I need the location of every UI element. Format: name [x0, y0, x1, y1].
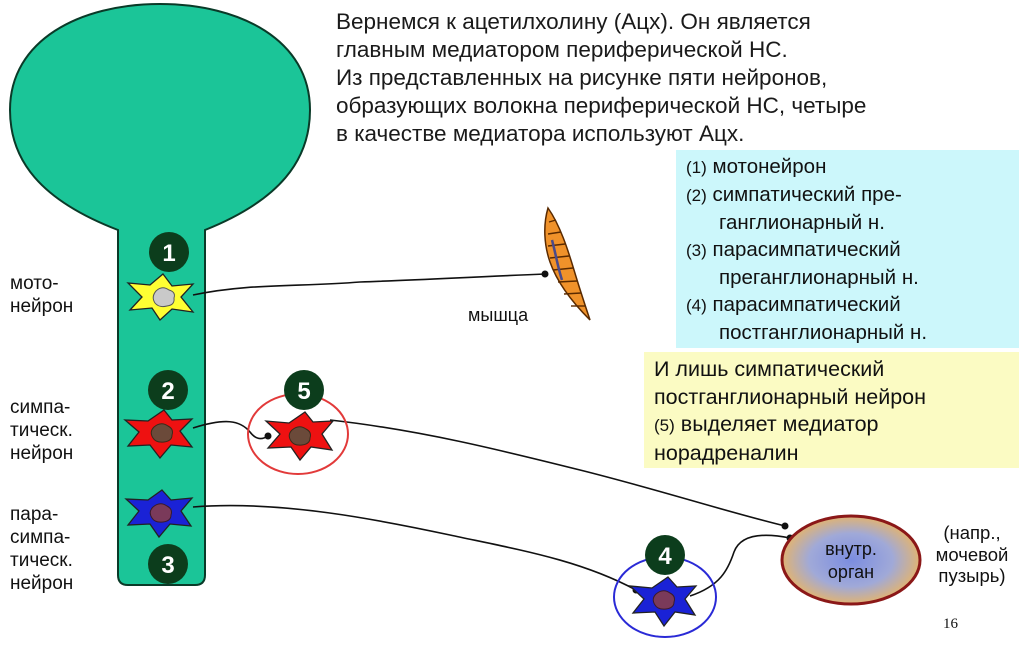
svg-text:3: 3: [161, 552, 174, 579]
motor-axon: [193, 274, 545, 295]
note-line: (5) выделяет медиатор: [654, 411, 1019, 440]
internal-organ: [782, 516, 920, 604]
intro-line: Из представленных на рисунке пяти нейрон…: [336, 64, 976, 92]
organ-example-note: (напр., мочевой пузырь): [922, 522, 1022, 587]
legend-item-4: (4) парасимпатический: [686, 291, 1019, 319]
note-line: норадреналин: [654, 440, 1019, 468]
svg-text:5: 5: [297, 378, 310, 405]
parasympathetic-postganglionic-axon: [690, 535, 790, 596]
legend-item-2: (2) симпатический пре-: [686, 181, 1019, 209]
slide-number: 16: [943, 616, 958, 633]
note-line: постганглионарный нейрон: [654, 384, 1019, 412]
intro-line: Вернемся к ацетилхолину (Ацх). Он являет…: [336, 8, 976, 36]
noradrenaline-note-box: И лишь симпатический постганглионарный н…: [644, 352, 1019, 468]
neuron-legend-box: (1) мотонейрон (2) симпатический пре- га…: [676, 150, 1019, 348]
organ-label-line1: внутр.: [825, 539, 877, 559]
badge-4: 4: [645, 535, 685, 575]
badge-3: 3: [148, 544, 188, 584]
svg-text:2: 2: [161, 378, 174, 405]
legend-item-1: (1) мотонейрон: [686, 153, 1019, 181]
badge-1: 1: [149, 232, 189, 272]
sympathetic-neuron-label: симпа- тическ. нейрон: [10, 396, 73, 465]
svg-text:1: 1: [162, 240, 175, 267]
intro-line: образующих волокна периферической НС, че…: [336, 92, 976, 120]
legend-item-3: (3) парасимпатический: [686, 236, 1019, 264]
intro-text: Вернемся к ацетилхолину (Ацх). Он являет…: [336, 8, 976, 148]
parasympathetic-preganglionic-axon: [193, 506, 636, 590]
parasympathetic-postganglionic-neuron-icon: [630, 577, 696, 626]
legend-item-4-cont: постганглионарный н.: [686, 319, 1019, 346]
intro-line: в качестве медиатора используют Ацх.: [336, 120, 976, 148]
muscle-icon: [545, 208, 590, 320]
svg-text:4: 4: [658, 543, 672, 570]
badge-2: 2: [148, 370, 188, 410]
motor-neuron-label: мото- нейрон: [10, 272, 73, 318]
intro-line: главным медиатором периферической НС.: [336, 36, 976, 64]
legend-item-2-cont: ганглионарный н.: [686, 209, 1019, 236]
organ-label-line2: орган: [828, 562, 874, 582]
legend-item-3-cont: преганглионарный н.: [686, 264, 1019, 291]
muscle-label: мышца: [468, 305, 528, 326]
badge-5: 5: [284, 370, 324, 410]
note-line: И лишь симпатический: [654, 356, 1019, 384]
sympathetic-postganglionic-neuron-icon: [266, 412, 333, 460]
parasympathetic-neuron-label: пара- симпа- тическ. нейрон: [10, 503, 73, 595]
